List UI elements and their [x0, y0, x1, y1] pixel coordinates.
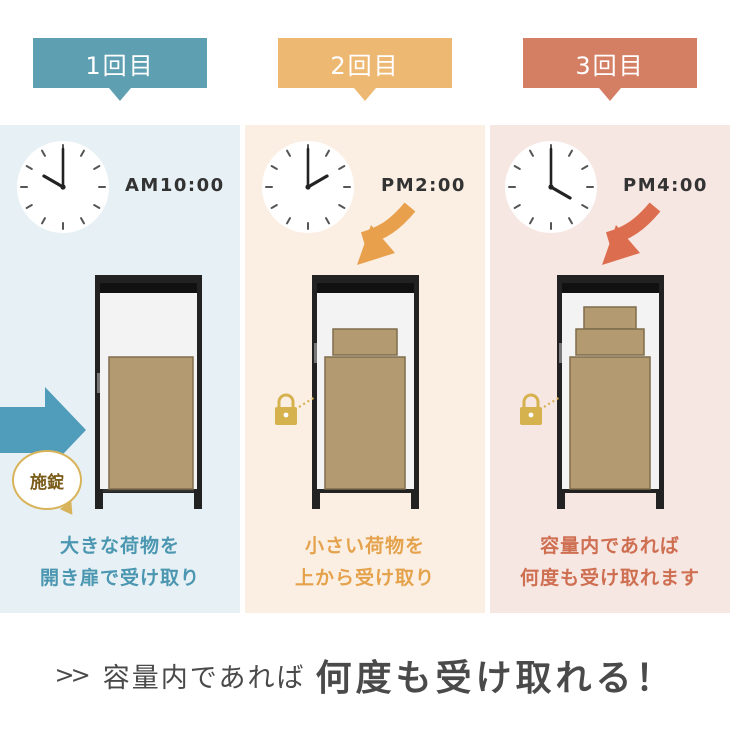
clock-tick [270, 165, 278, 170]
clock-tick [25, 165, 33, 170]
curved-arrow-icon [602, 202, 661, 265]
step-3-caption-line-2: 何度も受け取れます [519, 567, 700, 589]
clock-tick [93, 165, 101, 170]
step-1-caption: 大きな荷物を 開き扉で受け取り [0, 530, 240, 594]
step-3-illustration [505, 141, 664, 509]
step-1-time: AM10:00 [125, 175, 225, 196]
clock-tick [325, 149, 330, 157]
footer-lead-text: 容量内であれば [102, 662, 306, 694]
clock-tick [529, 217, 534, 225]
clock-tick [568, 217, 573, 225]
curved-arrow-icon [357, 202, 416, 265]
clock-tick [513, 165, 521, 170]
footer-message: >> 容量内であれば 何度も受け取れる！ [0, 640, 730, 710]
step-2-time: PM2:00 [381, 175, 466, 196]
parcel-box-icon [324, 356, 406, 490]
step-3-caption-line-1: 容量内であれば [540, 535, 680, 557]
parcel-box-icon [332, 328, 398, 356]
clock-icon [17, 141, 109, 233]
clock-tick [325, 217, 330, 225]
padlock-icon [520, 393, 561, 425]
step-3-time: PM4:00 [623, 175, 708, 196]
clock-tick [529, 149, 534, 157]
step-3-tab-label: 3回目 [575, 51, 645, 80]
clock-tick [80, 217, 85, 225]
clock-tick [93, 204, 101, 209]
parcel-box-icon [583, 306, 637, 330]
step-2-panel [245, 125, 485, 613]
clock-tick [338, 165, 346, 170]
step-3-caption: 容量内であれば 何度も受け取れます [490, 530, 730, 594]
footer-strong-text: 何度も受け取れる！ [315, 658, 676, 699]
step-2-tab: 2回目 [278, 38, 452, 101]
clock-tick [338, 204, 346, 209]
step-3-panel [490, 125, 730, 613]
clock-tick [581, 165, 589, 170]
step-1-tab: 1回目 [33, 38, 207, 101]
step-1-caption-line-2: 開き扉で受け取り [39, 567, 200, 589]
step-2-caption-line-2: 上から受け取り [294, 567, 435, 589]
clock-tick [581, 204, 589, 209]
right-arrow-icon [0, 387, 86, 473]
step-3-tab: 3回目 [523, 38, 697, 101]
clock-tick [568, 149, 573, 157]
clock-tick [25, 204, 33, 209]
clock-tick [286, 149, 291, 157]
parcel-box-icon [569, 356, 651, 490]
step-1-panel: 施錠 [0, 125, 240, 613]
step-2-illustration [262, 141, 419, 509]
clock-tick [270, 204, 278, 209]
clock-tick [41, 149, 46, 157]
clock-tick [513, 204, 521, 209]
parcel-box-icon [108, 356, 194, 490]
lock-badge: 施錠 [14, 452, 80, 508]
step-1-tab-label: 1回目 [85, 51, 155, 80]
step-2-caption: 小さい荷物を 上から受け取り [245, 530, 485, 594]
step-1-illustration [0, 141, 202, 509]
parcel-box-icon [575, 328, 645, 356]
clock-tick [41, 217, 46, 225]
step-2-caption-line-1: 小さい荷物を [304, 535, 425, 557]
clock-icon [262, 141, 354, 233]
step-1-caption-line-1: 大きな荷物を [59, 535, 180, 557]
clock-icon [505, 141, 597, 233]
clock-tick [286, 217, 291, 225]
double-chevron-icon: >> [54, 661, 91, 689]
padlock-icon [275, 393, 316, 425]
clock-tick [80, 149, 85, 157]
step-2-tab-label: 2回目 [330, 51, 400, 80]
